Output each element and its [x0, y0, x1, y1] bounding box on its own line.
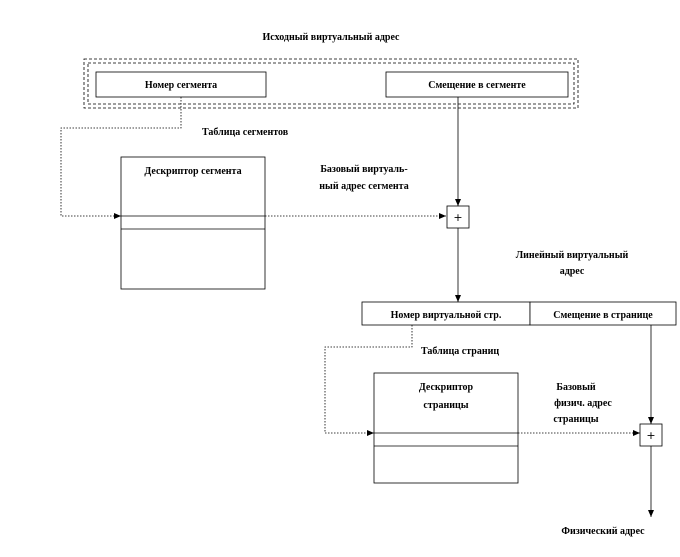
base-physical-line1: Базовый: [556, 382, 596, 393]
base-physical-line3: страницы: [553, 414, 598, 425]
page-offset-field: [529, 301, 677, 326]
page-adder-plus: +: [646, 429, 655, 442]
virtual-page-number-label: Номер виртуальной стр.: [391, 310, 502, 321]
base-virtual-address-line1: Базовый виртуаль-: [320, 164, 407, 175]
segment-descriptor-label: Дескриптор сегмента: [144, 166, 241, 177]
page-descriptor-line1: Дескриптор: [419, 382, 474, 393]
segment-adder-plus: +: [453, 211, 462, 224]
diagram-title: Исходный виртуальный адрес: [263, 32, 401, 43]
virtual-address-frame: [83, 58, 579, 109]
segment-table-label: Таблица сегментов: [202, 127, 289, 138]
physical-address-label: Физический адрес: [561, 526, 645, 537]
linear-address-line1: Линейный виртуальный: [516, 250, 629, 261]
page-offset-label: Смещение в странице: [553, 310, 653, 321]
segment-offset-label: Смещение в сегменте: [428, 80, 526, 91]
segment-offset-field: [385, 71, 569, 98]
page-table: [373, 372, 519, 484]
linear-address-line2: адрес: [560, 266, 585, 277]
virtual-address-frame-inner: [87, 62, 575, 105]
segment-number-label: Номер сегмента: [145, 80, 217, 91]
segment-table: [120, 156, 266, 290]
segment-number-pointer: [60, 97, 182, 219]
base-virtual-address-line2: ный адрес сегмента: [319, 181, 408, 192]
page-number-pointer: [324, 325, 413, 436]
base-physical-line2: физич. адрес: [554, 398, 612, 409]
page-descriptor-line2: страницы: [423, 400, 468, 411]
segment-number-field: [95, 71, 267, 98]
page-table-label: Таблица страниц: [421, 346, 499, 357]
